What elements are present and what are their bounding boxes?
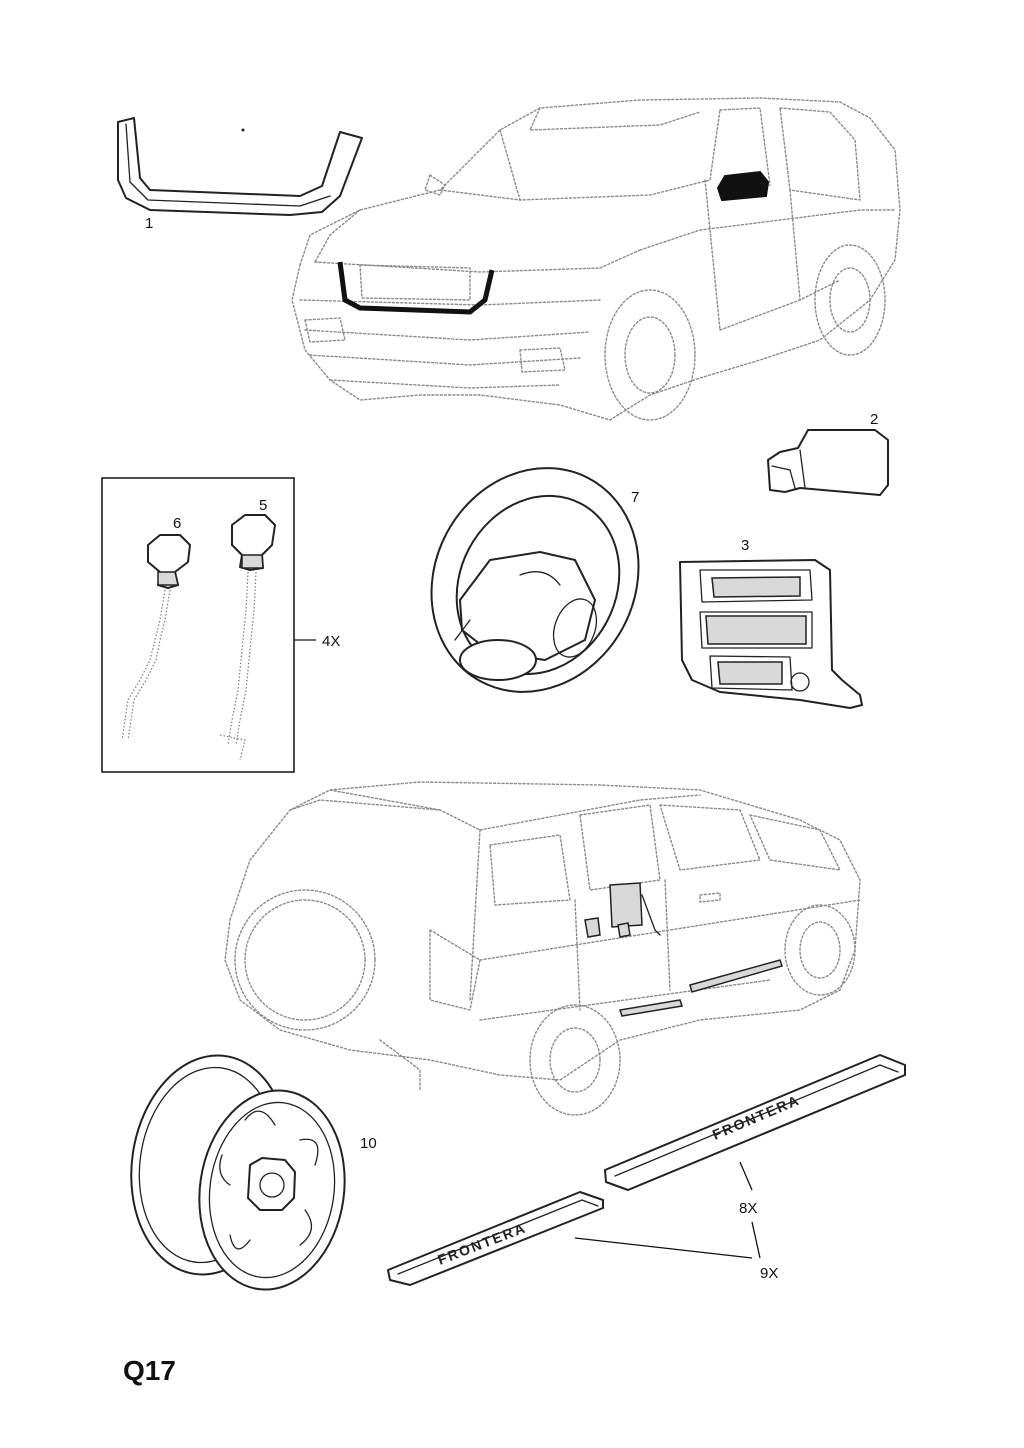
gear-knob-6-part (121, 534, 191, 741)
grille-surround-part (117, 117, 363, 216)
callout-1: 1 (145, 215, 153, 232)
alloy-wheel-part (130, 1054, 346, 1291)
gear-knob-5-part (219, 514, 276, 761)
callout-3: 3 (741, 537, 749, 554)
callout-4x: 4X (322, 633, 340, 650)
leader-lines (574, 1161, 761, 1259)
callout-labels: 1 2 3 4X 5 6 7 8X 9X 10 (145, 215, 878, 1282)
vehicle-rear-view (224, 781, 861, 1116)
gear-knob-box (101, 477, 316, 773)
vehicle-front-view (291, 97, 901, 421)
callout-2: 2 (870, 411, 878, 428)
callout-7: 7 (631, 489, 639, 506)
steering-wheel-part (430, 467, 640, 693)
callout-10: 10 (360, 1135, 377, 1152)
callout-6: 6 (173, 515, 181, 532)
callout-8x: 8X (739, 1200, 757, 1217)
sill-plate-rear-part: FRONTERA (387, 1191, 604, 1286)
callout-5: 5 (259, 497, 267, 514)
sill-plate-front-part: FRONTERA (604, 1054, 906, 1191)
page-code: Q17 (123, 1355, 176, 1386)
console-bezel-part (679, 559, 863, 709)
callout-9x: 9X (760, 1265, 778, 1282)
mirror-cover-part (767, 429, 889, 496)
